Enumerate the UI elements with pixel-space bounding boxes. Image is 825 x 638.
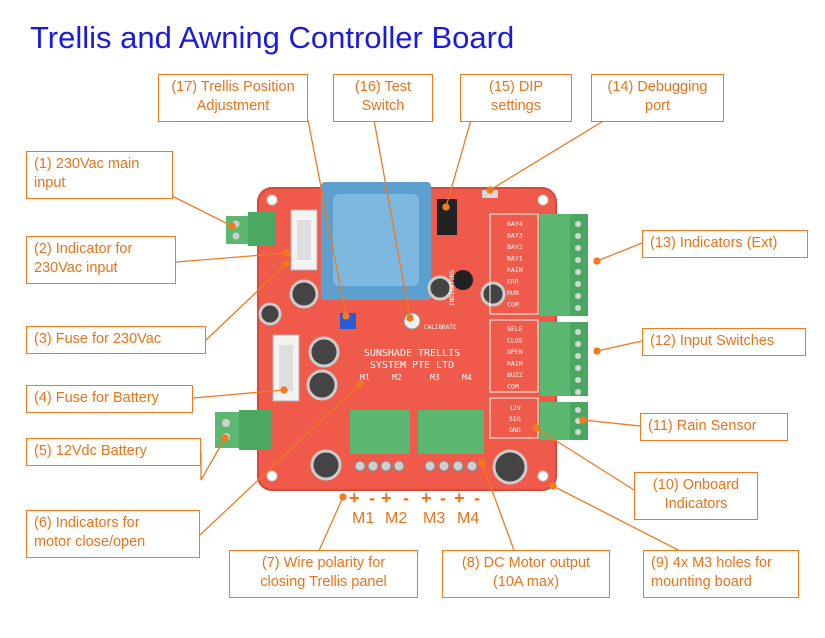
mount-hole xyxy=(537,470,549,482)
callout-indicators-ext: (13) Indicators (Ext) xyxy=(642,230,808,258)
silk-label: M3 xyxy=(430,373,440,382)
silk-label: OPEN xyxy=(507,348,523,356)
polarity-sign: + xyxy=(454,488,465,508)
callout-12vdc-battery: (5) 12Vdc Battery xyxy=(26,438,201,466)
motor-label-m3: M3 xyxy=(423,510,446,527)
callout-rain-sensor: (11) Rain Sensor xyxy=(640,413,788,441)
inductor xyxy=(453,270,473,290)
callout-motor-indicators: (6) Indicators for motor close/open xyxy=(26,510,200,558)
switch-labels: SELE CLOS OPEN RAIN BUZZ COM xyxy=(507,325,523,391)
polarity-sign: + xyxy=(421,488,432,508)
polarity-sign: - xyxy=(403,488,409,508)
motor-label-m2: M2 xyxy=(385,510,408,527)
fuse-glass xyxy=(297,220,311,260)
silk-label: SIG xyxy=(509,415,521,423)
silk-label: RAIN xyxy=(507,266,523,274)
motor-terminal-m1m2 xyxy=(350,410,410,454)
callout-battery-fuse: (4) Fuse for Battery xyxy=(26,385,193,413)
silk-label: BAY4 xyxy=(507,220,523,228)
transformer-face xyxy=(333,194,419,286)
polarity-sign: - xyxy=(369,488,375,508)
silk-label: ERR xyxy=(507,278,519,286)
silk-label: COM xyxy=(507,383,519,391)
callout-230vac-indicator: (2) Indicator for 230Vac input xyxy=(26,236,176,284)
terminal-screw xyxy=(232,232,240,240)
callout-test-switch: (16) Test Switch xyxy=(333,74,433,122)
callout-230vac-fuse: (3) Fuse for 230Vac xyxy=(26,326,206,354)
motor-silk-labels: M1 M2 M3 M4 xyxy=(360,373,472,382)
callout-onboard-indicators: (10) Onboard Indicators xyxy=(634,472,758,520)
rain-sensor-terminal xyxy=(540,402,570,440)
callout-debugging-port: (14) Debugging port xyxy=(591,74,724,122)
board-name-line1: SUNSHADE TRELLIS xyxy=(364,348,460,359)
battery-terminal-plug xyxy=(215,412,239,448)
input-terminal-plug xyxy=(226,216,248,244)
input-terminal-block xyxy=(248,212,276,246)
rain-silk-box xyxy=(489,397,539,439)
test-switch xyxy=(403,312,421,330)
callout-input-switches: (12) Input Switches xyxy=(642,328,806,356)
battery-terminal-block xyxy=(239,410,271,450)
silk-label: BAY3 xyxy=(507,232,523,240)
silk-label: GND xyxy=(509,426,521,434)
silk-label: 12V xyxy=(509,404,521,412)
silk-label: CLOS xyxy=(507,337,523,345)
callout-dc-motor-output: (8) DC Motor output (10A max) xyxy=(442,550,610,598)
silk-label: RAIN xyxy=(507,360,523,368)
polarity-sign: + xyxy=(381,488,392,508)
motor-label-m1: M1 xyxy=(352,510,375,527)
mount-hole xyxy=(266,470,278,482)
callout-dip-settings: (15) DIP settings xyxy=(460,74,572,122)
trim-pot xyxy=(340,313,356,329)
callout-mounting-holes: (9) 4x M3 holes for mounting board xyxy=(643,550,799,598)
motor-terminal-m3m4 xyxy=(418,410,484,454)
page-title: Trellis and Awning Controller Board xyxy=(30,20,515,55)
silk-label: M1 xyxy=(360,373,370,382)
silk-label: RUN xyxy=(507,289,519,297)
fuse-glass xyxy=(279,345,293,391)
switch-silk-box xyxy=(489,319,539,393)
silk-label: BAY2 xyxy=(507,243,523,251)
silk-label: BAY1 xyxy=(507,255,523,263)
silk-label: BUZZ xyxy=(507,371,523,379)
switch-input-terminal xyxy=(540,322,570,396)
callout-trellis-adjustment: (17) Trellis Position Adjustment xyxy=(158,74,308,122)
debug-port xyxy=(482,190,498,198)
motor-label-m4: M4 xyxy=(457,510,480,527)
polarity-sign: - xyxy=(440,488,446,508)
silk-label: SELE xyxy=(507,325,523,333)
mount-hole xyxy=(266,194,278,206)
silk-label: M2 xyxy=(392,373,402,382)
silk-label: COM xyxy=(507,301,519,309)
terminal-screw xyxy=(222,433,230,441)
mount-hole xyxy=(537,194,549,206)
rain-labels: 12V SIG GND xyxy=(509,404,521,434)
polarity-sign: + xyxy=(349,488,360,508)
indicators-silk-box xyxy=(489,213,539,315)
right-terminal-screws xyxy=(575,221,581,435)
motor-screws xyxy=(354,460,478,472)
polarity-sign: - xyxy=(474,488,480,508)
board-name-line2: SYSTEM PTE LTD xyxy=(370,360,454,371)
indicators-title: INDICATORS xyxy=(449,269,456,306)
callout-230vac-main-input: (1) 230Vac main input xyxy=(26,151,173,199)
callout-wire-polarity: (7) Wire polarity for closing Trellis pa… xyxy=(229,550,418,598)
terminal-screw xyxy=(222,419,230,427)
calibrate-label: CALIBRATE xyxy=(424,324,457,331)
silk-label: M4 xyxy=(462,373,472,382)
terminal-screw xyxy=(232,220,240,228)
indicators-ext-terminal xyxy=(540,214,570,316)
dip-switch xyxy=(437,199,457,235)
